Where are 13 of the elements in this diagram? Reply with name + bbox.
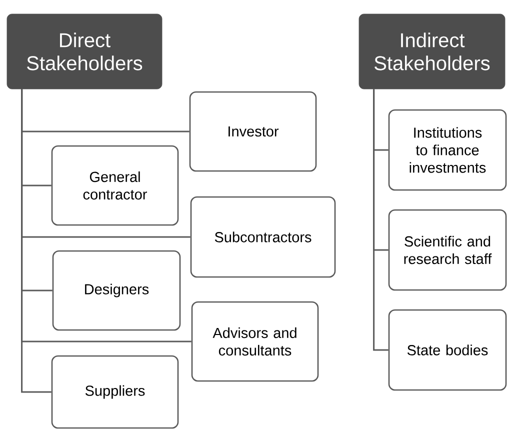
stakeholder-box: Designers <box>52 250 181 331</box>
heading-box: Indirect Stakeholders <box>358 14 506 90</box>
stakeholder-box: Suppliers <box>51 355 179 429</box>
heading-box: Direct Stakeholders <box>6 14 162 90</box>
stakeholder-box: General contractor <box>51 145 179 226</box>
stakeholder-box: Investor <box>189 91 317 172</box>
connector-line <box>373 89 388 351</box>
stakeholder-box: State bodies <box>388 309 507 391</box>
stakeholder-box: Institutions to finance investments <box>388 109 507 191</box>
stakeholder-box: Scientific and research staff <box>388 209 507 291</box>
stakeholder-box: Advisors and consultants <box>191 301 319 382</box>
connector-line <box>21 89 52 393</box>
stakeholder-box: Subcontractors <box>190 196 336 278</box>
